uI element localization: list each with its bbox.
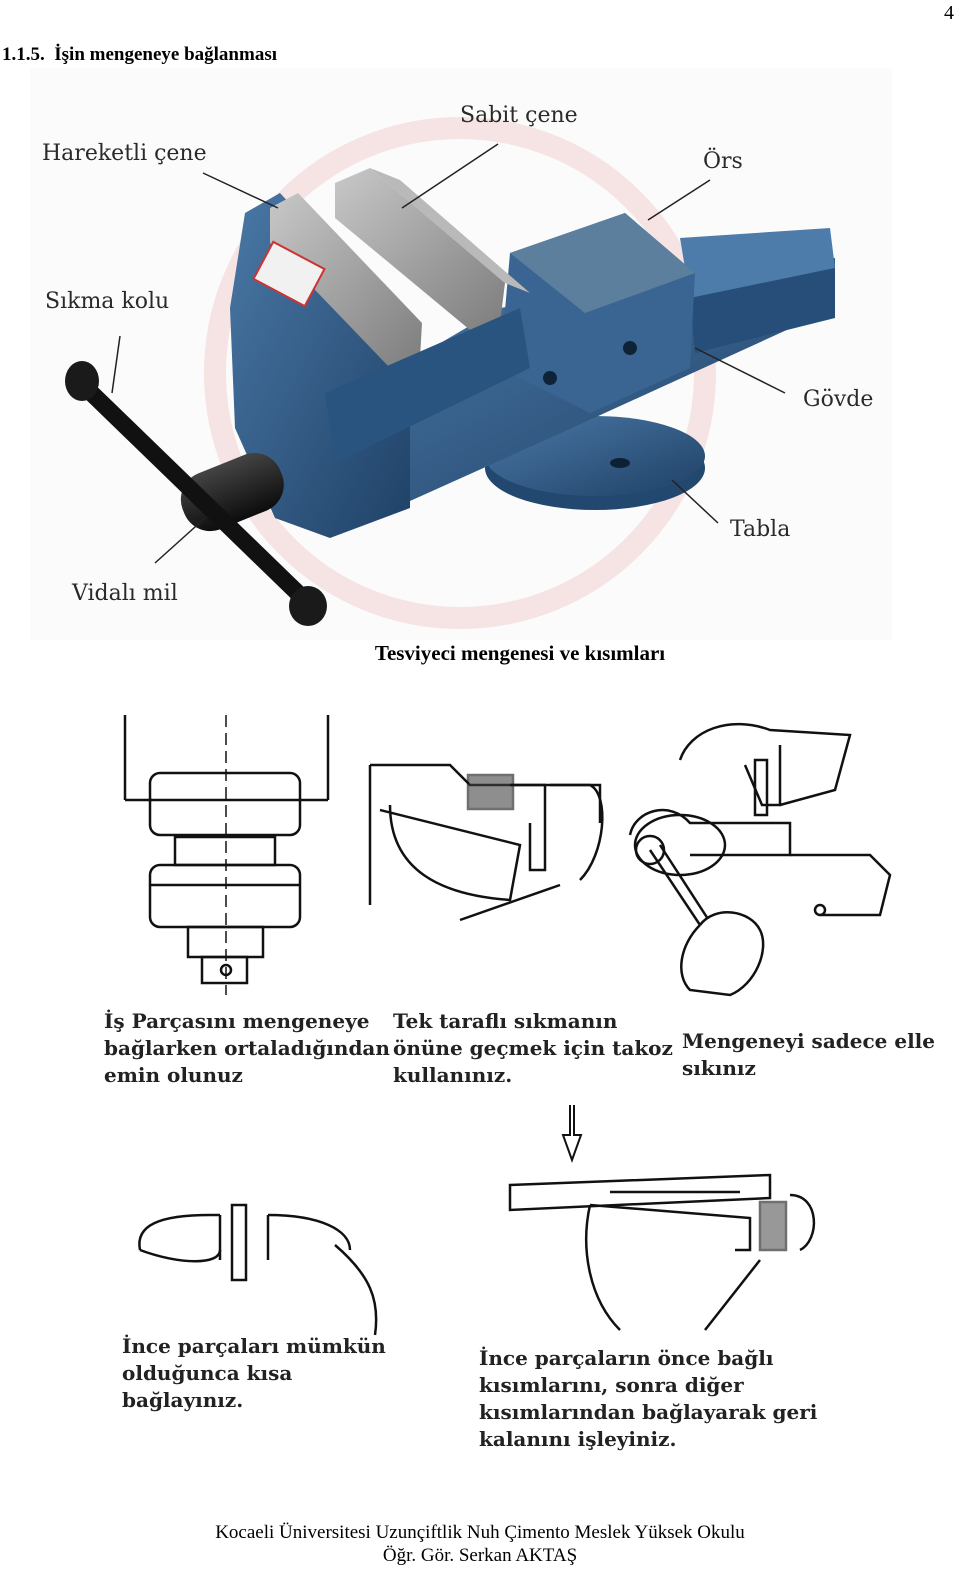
clamping-illustrations-bottom: [138, 1105, 816, 1336]
watermark-logo: [204, 117, 716, 629]
vise-fixed-jaw: [335, 168, 505, 330]
tip-use-shim: Tek taraflı sıkmanın önüne geçmek için t…: [393, 1009, 673, 1087]
section-number: 1.1.5.: [2, 44, 45, 65]
label-handle: Sıkma kolu: [45, 289, 169, 314]
section-title: İşin mengeneye bağlanması: [54, 44, 277, 65]
figure-caption: Tesviyeci mengenesi ve kısımları: [374, 641, 666, 665]
tip-hand-tighten: Mengeneyi sadece elle sıkınız: [682, 1029, 935, 1080]
illustration-long-clamping: [508, 1105, 816, 1331]
vise-figure: Hareketli çene Sabit çene Örs Sıkma kolu…: [30, 68, 892, 640]
section-heading: 1.1.5. İşin mengeneye bağlanması: [2, 44, 277, 66]
clamping-illustrations-top: [123, 715, 892, 997]
vise-moving-jaw: [270, 193, 422, 368]
label-base: Tabla: [730, 517, 790, 542]
label-body: Gövde: [803, 387, 873, 412]
label-screw: Vidalı mil: [71, 581, 178, 606]
illustration-short-clamping: [138, 1203, 378, 1336]
illustration-hand-tightening: [628, 722, 892, 997]
label-moving-jaw: Hareketli çene: [42, 141, 207, 166]
label-fixed-jaw: Sabit çene: [460, 103, 578, 128]
tip-clamp-short: İnce parçaları mümkün olduğunca kısa bağ…: [122, 1334, 386, 1412]
page-number: 4: [944, 2, 954, 24]
vise-handle-bar: [69, 371, 317, 612]
footer-author: Öğr. Gör. Serkan AKTAŞ: [382, 1545, 578, 1566]
tip-center-workpiece: İş Parçasını mengeneye bağlarken ortalad…: [104, 1009, 390, 1087]
label-anvil: Örs: [703, 147, 743, 174]
footer-institution: Kocaeli Üniversitesi Uzunçiftlik Nuh Çim…: [215, 1522, 745, 1543]
illustration-shim-clamping: [368, 763, 604, 922]
illustration-centered-clamping: [123, 715, 330, 995]
tip-clamp-progressively: İnce parçaların önce bağlı kısımlarını, …: [479, 1346, 818, 1451]
